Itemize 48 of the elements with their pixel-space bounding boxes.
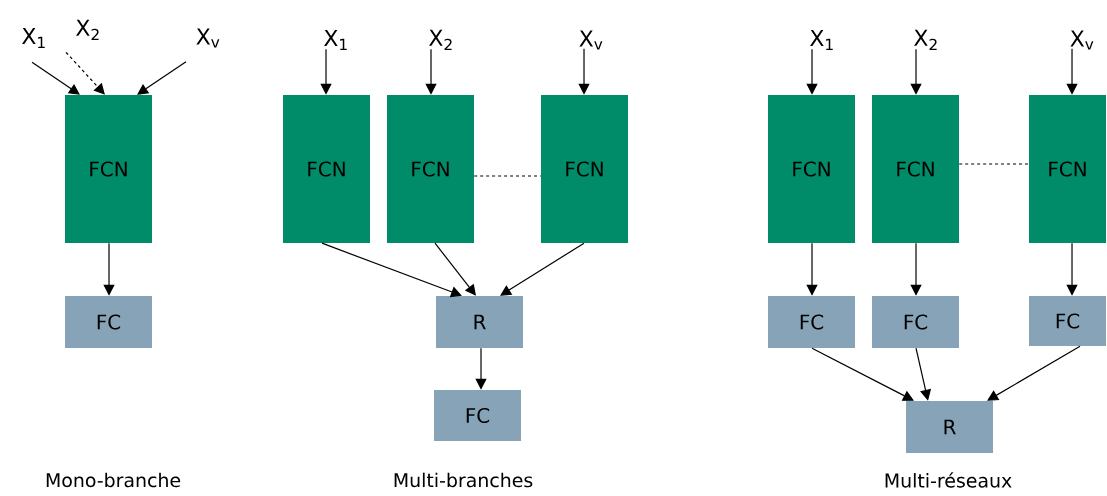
input-label: X$_{v}$ xyxy=(196,28,220,48)
input-label: X$_{2}$ xyxy=(914,29,937,51)
section-caption: Multi-branches xyxy=(394,472,533,488)
layer-box: FC xyxy=(1029,296,1106,346)
arrow xyxy=(425,48,437,95)
layer-box: FC xyxy=(65,296,152,348)
arrow xyxy=(910,48,922,95)
section-caption: Multi-réseaux xyxy=(885,472,1012,488)
connector-line xyxy=(473,175,542,177)
arrow xyxy=(806,48,818,95)
section-caption: Mono-branche xyxy=(46,472,181,488)
fcn-box: FCN xyxy=(872,95,959,243)
arrow xyxy=(103,242,115,296)
arrow xyxy=(987,345,1081,401)
arrow xyxy=(475,347,487,390)
fcn-box: FCN xyxy=(65,95,152,243)
connector-line xyxy=(958,163,1030,165)
layer-box: FC xyxy=(768,296,855,348)
layer-box: FC xyxy=(872,296,959,348)
arrow xyxy=(806,242,818,296)
arrow xyxy=(137,61,187,95)
fcn-box: FCN xyxy=(768,95,855,243)
arrow xyxy=(1066,48,1078,95)
fcn-box: FCN xyxy=(541,95,628,243)
arrow xyxy=(320,48,332,95)
arrow xyxy=(1066,242,1078,296)
layer-box: R xyxy=(436,296,523,348)
layer-box: FC xyxy=(434,390,521,441)
input-label: X$_{1}$ xyxy=(22,27,45,48)
layer-box: R xyxy=(906,401,993,453)
input-label: X$_{2}$ xyxy=(429,29,452,51)
input-label: X$_{2}$ xyxy=(76,19,99,41)
arrow xyxy=(910,242,922,296)
arrow xyxy=(915,347,932,401)
fcn-box: FCN xyxy=(283,95,370,243)
input-label: X$_{v}$ xyxy=(1070,30,1094,50)
arrow xyxy=(578,48,590,95)
input-label: X$_{1}$ xyxy=(810,29,833,50)
input-label: X$_{1}$ xyxy=(324,29,347,50)
fcn-box: FCN xyxy=(1029,95,1106,243)
arrow xyxy=(321,242,462,298)
arrow xyxy=(434,242,476,296)
arrow xyxy=(500,242,585,296)
arrow xyxy=(31,61,80,95)
fcn-box: FCN xyxy=(387,95,474,243)
input-label: X$_{v}$ xyxy=(579,30,603,50)
arrow xyxy=(811,347,914,401)
arrow xyxy=(65,51,105,95)
